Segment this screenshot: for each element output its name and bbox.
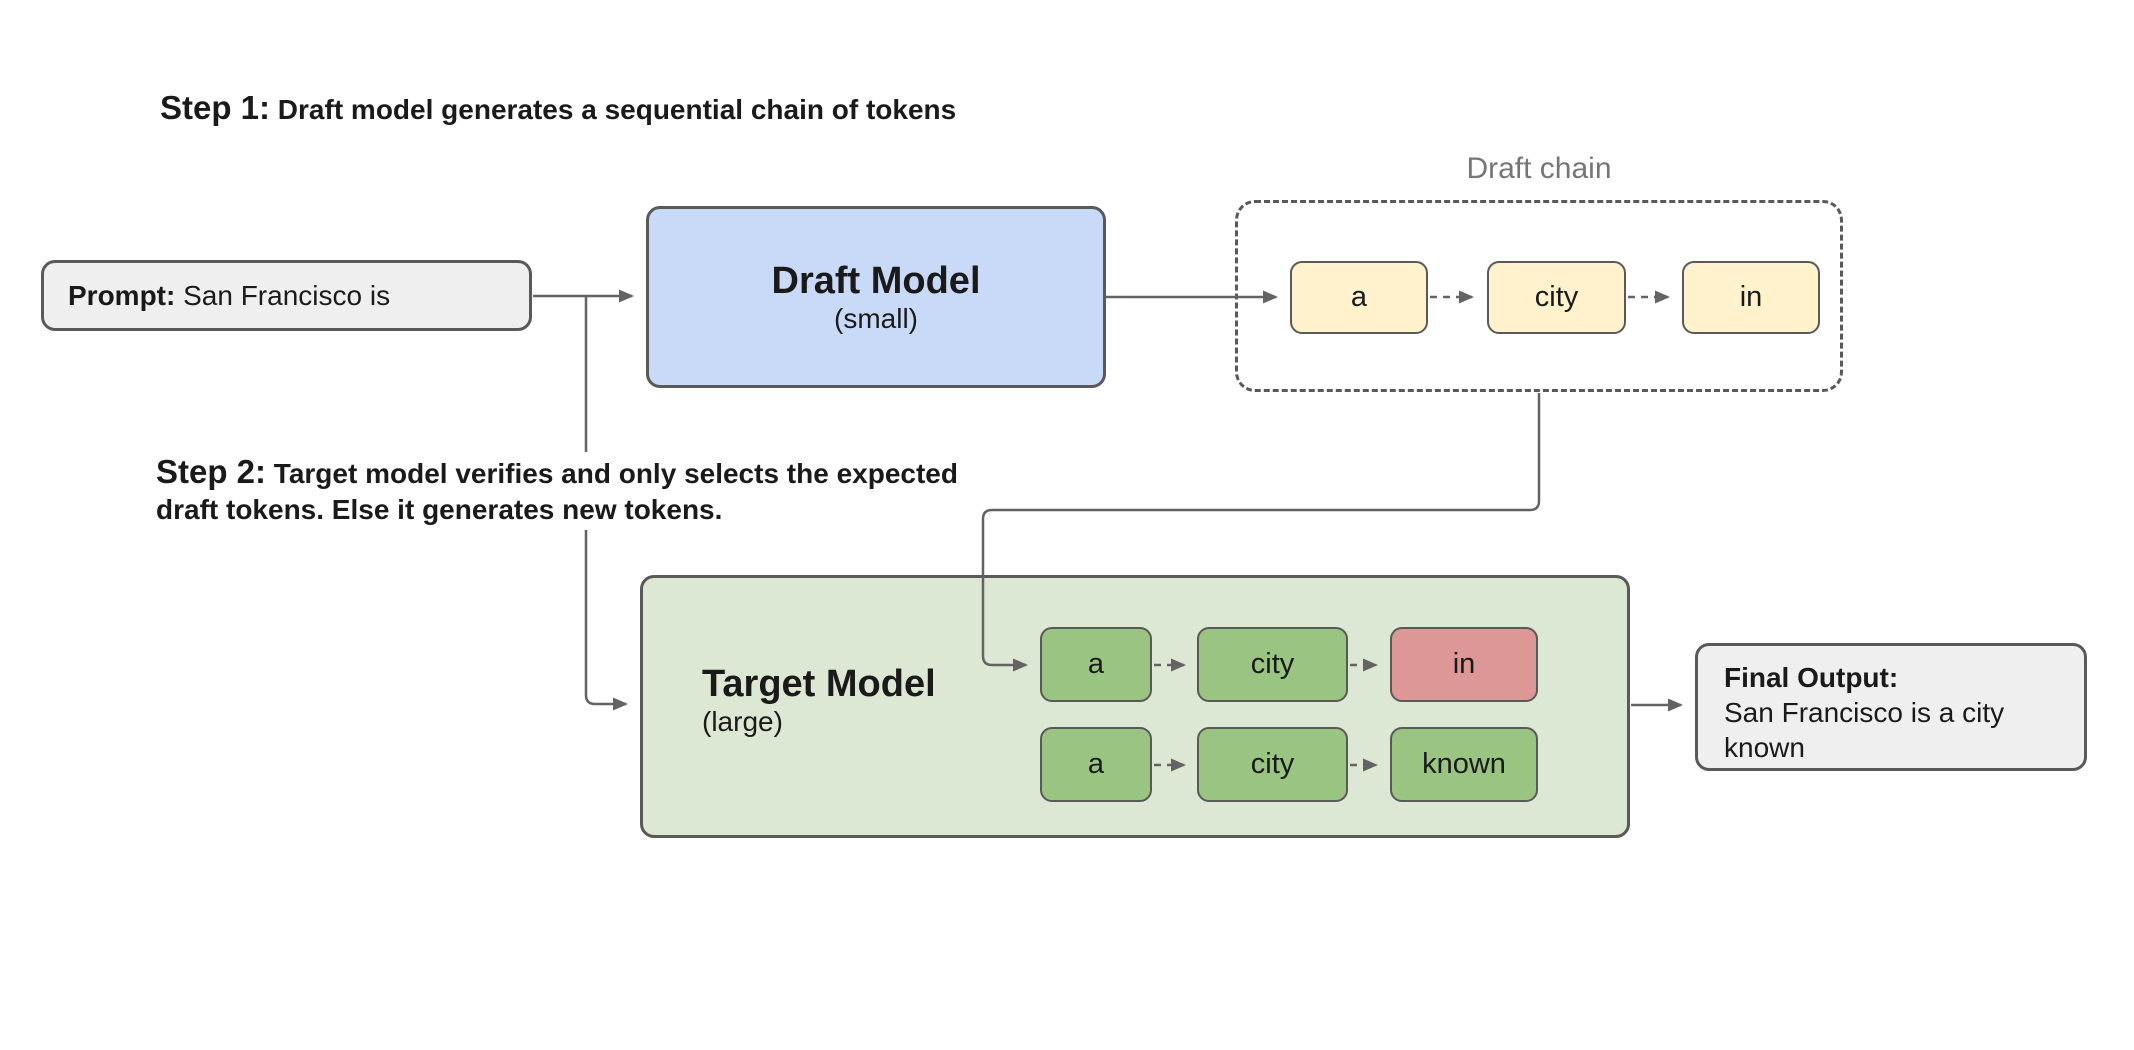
- final-output-label: Final Output:: [1724, 662, 1899, 693]
- draft-model-title: Draft Model: [771, 260, 981, 302]
- step2-text-line2: draft tokens. Else it generates new toke…: [156, 494, 723, 525]
- target-row2-token: city: [1197, 727, 1348, 802]
- target-token-label: a: [1087, 748, 1105, 780]
- step2-label: Step 2:: [156, 453, 267, 490]
- draft-chain-token: city: [1487, 261, 1626, 334]
- target-token-label: known: [1422, 748, 1506, 780]
- step1-heading: Step 1: Draft model generates a sequenti…: [160, 90, 956, 128]
- draft-model-subtitle: (small): [834, 303, 918, 334]
- draft-chain-token-label: city: [1534, 281, 1579, 313]
- target-model-label-block: Target Model (large): [702, 662, 936, 738]
- prompt-text: San Francisco is: [175, 279, 391, 311]
- draft-chain-token-label: in: [1739, 281, 1763, 313]
- target-row1-token-accepted: a: [1040, 627, 1152, 702]
- target-row2-token: a: [1040, 727, 1152, 802]
- target-row2-token: known: [1390, 727, 1538, 802]
- prompt-label: Prompt:: [68, 279, 176, 311]
- draft-chain-token: in: [1682, 261, 1820, 334]
- target-model-title: Target Model: [702, 663, 936, 705]
- step2-text-line1: Target model verifies and only selects t…: [266, 458, 958, 489]
- final-output-text: San Francisco is a city known: [1724, 697, 2005, 763]
- step1-label: Step 1:: [160, 89, 271, 126]
- target-row1-token-rejected: in: [1390, 627, 1538, 702]
- target-token-label: city: [1250, 748, 1295, 780]
- draft-chain-token: a: [1290, 261, 1428, 334]
- prompt-box: Prompt: San Francisco is: [41, 260, 532, 331]
- draft-model-box: Draft Model (small): [646, 206, 1106, 388]
- final-output-box: Final Output: San Francisco is a city kn…: [1695, 643, 2087, 771]
- target-token-label: city: [1250, 648, 1295, 680]
- target-token-label: a: [1087, 648, 1105, 680]
- step1-text: Draft model generates a sequential chain…: [270, 94, 957, 125]
- target-row1-token-accepted: city: [1197, 627, 1348, 702]
- step2-heading: Step 2: Target model verifies and only s…: [156, 452, 964, 530]
- draft-chain-token-label: a: [1350, 281, 1368, 313]
- target-model-subtitle: (large): [702, 706, 783, 737]
- target-token-label: in: [1452, 648, 1476, 680]
- draft-chain-title: Draft chain: [1466, 152, 1612, 185]
